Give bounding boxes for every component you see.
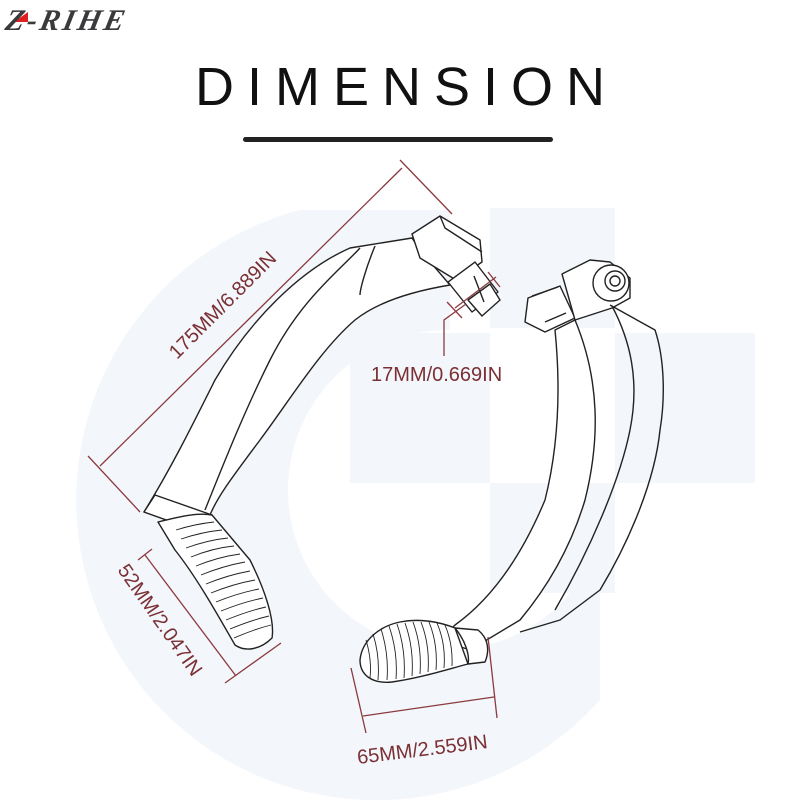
left-lever-guard — [143, 215, 501, 650]
brand-accent-mark — [14, 12, 28, 22]
brand-logo: Z-RIHE — [3, 4, 131, 38]
page-title: DIMENSION — [194, 57, 619, 117]
dimension-label-mount-diameter: 17MM/0.669IN — [371, 364, 502, 386]
dimension-label-grip-length-left: 52MM/2.047IN — [113, 560, 206, 680]
dimension-lines — [87, 159, 501, 734]
title-underline — [243, 137, 553, 142]
right-lever-guard — [359, 259, 664, 683]
dimension-label-grip-length-right: 65MM/2.559IN — [356, 731, 489, 769]
